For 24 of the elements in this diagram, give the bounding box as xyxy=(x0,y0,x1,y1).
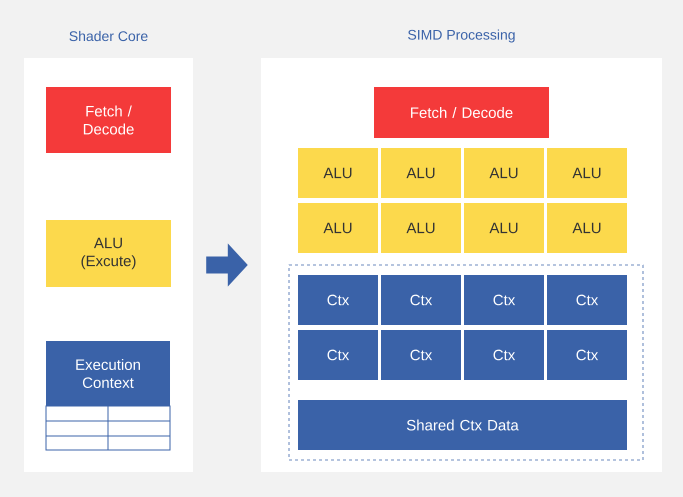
context-box: Ctx xyxy=(381,274,461,325)
dashed-group-box xyxy=(288,264,644,460)
alu-box: ALU xyxy=(298,203,378,253)
alu-box: ALU xyxy=(381,148,461,198)
alu-box: ALU xyxy=(464,148,544,198)
alu-box: ALU xyxy=(547,148,627,198)
panel-title: Shader Core xyxy=(69,30,148,42)
context-box: Ctx xyxy=(298,274,378,325)
fetch-decode-box: Fetch / Decode xyxy=(46,87,171,153)
context-box: Ctx xyxy=(547,330,627,380)
alu-box: ALU xyxy=(547,203,627,253)
context-box: Ctx xyxy=(298,330,378,380)
context-box: Ctx xyxy=(381,330,461,380)
panel-title: SIMD Processing xyxy=(408,29,515,42)
fetch-decode-box: Fetch / Decode xyxy=(374,87,549,138)
alu-box: ALU xyxy=(464,203,544,253)
context-box: Ctx xyxy=(547,274,627,325)
context-box: Shared Ctx Data xyxy=(298,400,627,450)
context-box: Ctx xyxy=(464,330,544,380)
alu-box: ALU xyxy=(381,203,461,253)
context-box: Ctx xyxy=(464,274,544,325)
context-box: Execution Context xyxy=(46,341,170,406)
alu-box: ALU xyxy=(298,148,378,198)
alu-box: ALU (Excute) xyxy=(46,220,171,287)
